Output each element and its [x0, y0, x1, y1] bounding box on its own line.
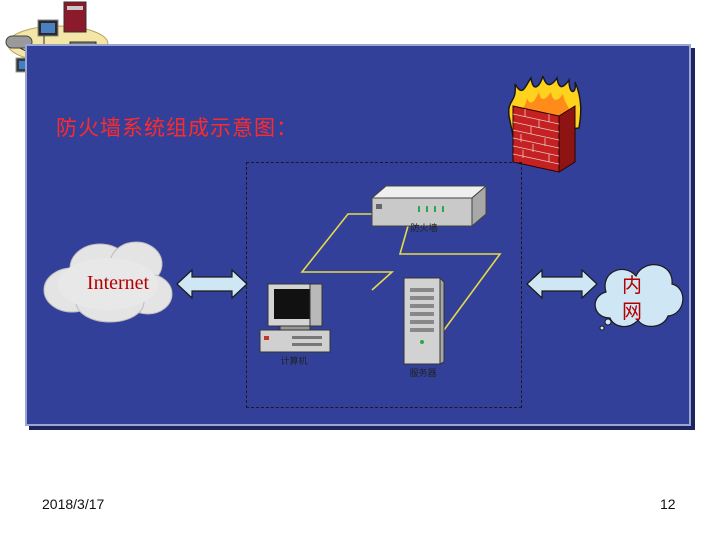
page-number: 12	[660, 496, 676, 512]
intranet-cloud-icon	[594, 264, 684, 331]
intranet-label: 内网	[622, 273, 642, 323]
diagram-title: 防火墙系统组成示意图：	[56, 116, 298, 140]
firewall-device-icon	[370, 184, 488, 228]
bidirectional-arrow-left	[176, 268, 248, 300]
internet-cloud-icon	[43, 241, 173, 323]
network-wires	[300, 213, 502, 331]
bidirectional-arrow-right	[526, 268, 598, 300]
computer-label: 计算机	[280, 357, 308, 367]
firewall-device-label: 防火墙	[410, 224, 438, 234]
server-label: 服务器	[409, 369, 437, 379]
server-icon	[403, 276, 445, 365]
internet-label: Internet	[86, 272, 150, 294]
computer-icon	[259, 283, 331, 353]
footer-date: 2018/3/17	[42, 496, 105, 512]
firewall-flame-icon	[508, 76, 582, 173]
